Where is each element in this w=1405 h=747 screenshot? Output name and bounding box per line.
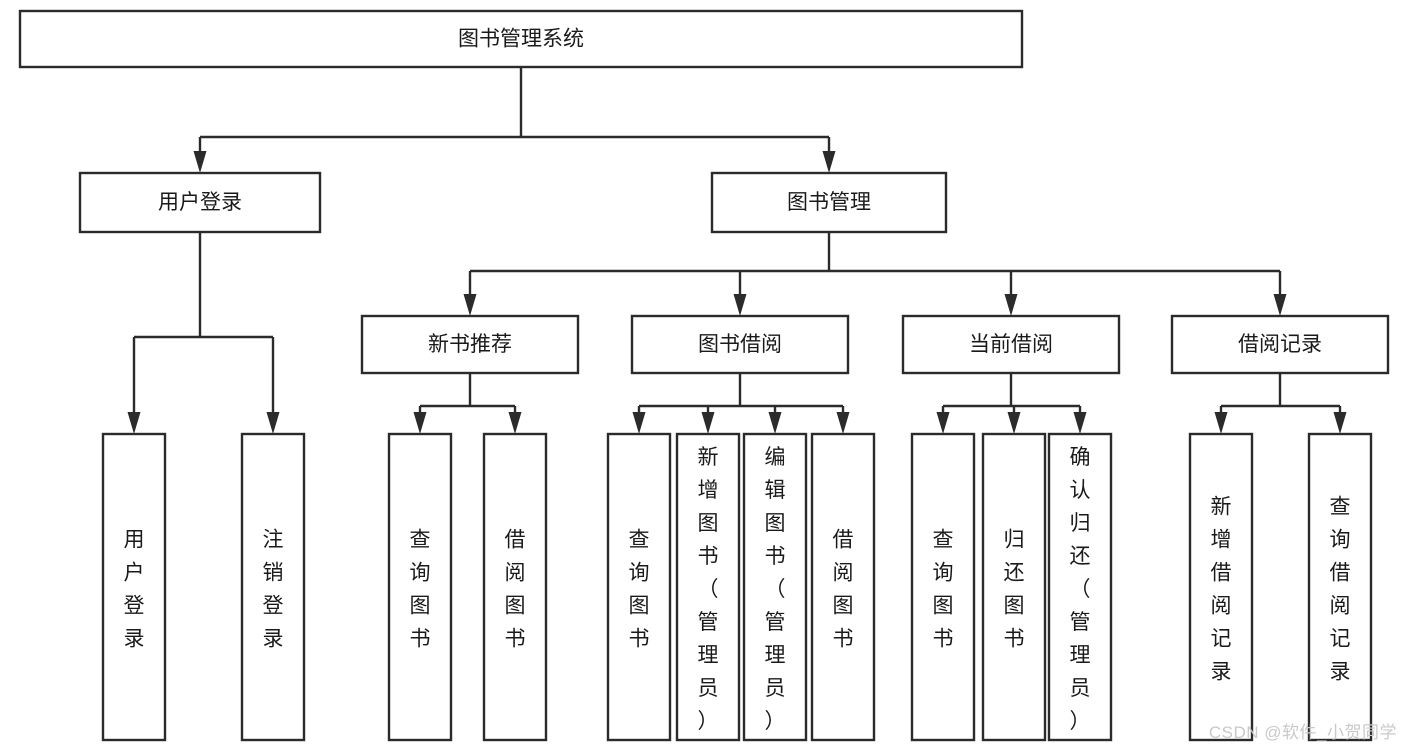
arrow-head-icon — [768, 412, 782, 434]
node-l3c[interactable]: 当前借阅 — [901, 314, 1121, 375]
node-leaf4[interactable]: 借阅图书 — [482, 432, 548, 742]
node-box[interactable] — [742, 432, 808, 742]
arrow-head-icon — [733, 294, 747, 316]
node-box[interactable] — [482, 432, 548, 742]
node-label: 用户登录 — [158, 191, 242, 214]
node-label: 借阅图书 — [505, 529, 526, 651]
arrow-head-icon — [1333, 412, 1347, 434]
node-leaf12[interactable]: 新增借阅记录 — [1188, 432, 1254, 742]
node-label: 借阅图书 — [833, 529, 854, 651]
node-box[interactable] — [78, 171, 322, 234]
node-box[interactable] — [630, 314, 850, 375]
node-box[interactable] — [18, 9, 1024, 69]
node-label: 新书推荐 — [428, 333, 512, 356]
arrow-head-icon — [836, 412, 850, 434]
node-label: 查询图书 — [410, 529, 431, 651]
node-label: 图书管理系统 — [458, 28, 584, 51]
connector-group — [463, 232, 1287, 316]
node-layer: 图书管理系统用户登录图书管理新书推荐图书借阅当前借阅借阅记录用户登录注销登录查询… — [18, 9, 1390, 742]
node-label: 编辑图书（管理员） — [765, 446, 786, 733]
connector-group — [413, 373, 522, 434]
node-leaf6[interactable]: 新增图书（管理员） — [675, 432, 741, 742]
node-l3a[interactable]: 新书推荐 — [360, 314, 580, 375]
node-l3b[interactable]: 图书借阅 — [630, 314, 850, 375]
node-leaf13[interactable]: 查询借阅记录 — [1307, 432, 1373, 742]
connector-group — [193, 67, 836, 173]
node-l3d[interactable]: 借阅记录 — [1170, 314, 1390, 375]
node-label: 图书借阅 — [698, 333, 782, 356]
node-box[interactable] — [1047, 432, 1113, 742]
node-box[interactable] — [675, 432, 741, 742]
node-box[interactable] — [1188, 432, 1254, 742]
node-l2a[interactable]: 用户登录 — [78, 171, 322, 234]
node-label: 查询借阅记录 — [1330, 496, 1351, 684]
arrow-head-icon — [193, 151, 207, 173]
arrow-head-icon — [1004, 294, 1018, 316]
node-l2b[interactable]: 图书管理 — [710, 171, 948, 234]
node-box[interactable] — [387, 432, 453, 742]
node-label: 注销登录 — [263, 529, 284, 651]
node-box[interactable] — [710, 171, 948, 234]
csdn-watermark: CSDN @软件_小贺同学 — [1208, 723, 1397, 742]
node-leaf2[interactable]: 注销登录 — [240, 432, 306, 742]
arrow-head-icon — [822, 151, 836, 173]
node-leaf10[interactable]: 归还图书 — [981, 432, 1047, 742]
node-box[interactable] — [360, 314, 580, 375]
connector-layer — [127, 67, 1347, 434]
node-leaf7[interactable]: 编辑图书（管理员） — [742, 432, 808, 742]
node-root[interactable]: 图书管理系统 — [18, 9, 1024, 69]
node-box[interactable] — [810, 432, 876, 742]
node-box[interactable] — [101, 432, 167, 742]
node-label: 确认归还（管理员） — [1070, 446, 1091, 733]
connector-group — [632, 373, 850, 434]
connector-group — [127, 232, 280, 434]
arrow-head-icon — [936, 412, 950, 434]
arrow-head-icon — [1073, 412, 1087, 434]
node-leaf9[interactable]: 查询图书 — [910, 432, 976, 742]
node-leaf3[interactable]: 查询图书 — [387, 432, 453, 742]
node-label: 查询图书 — [629, 529, 650, 651]
node-box[interactable] — [1170, 314, 1390, 375]
node-box[interactable] — [1307, 432, 1373, 742]
node-label: 当前借阅 — [969, 333, 1053, 356]
arrow-head-icon — [1273, 294, 1287, 316]
connector-group — [936, 373, 1087, 434]
node-label: 归还图书 — [1004, 529, 1025, 651]
node-label: 新增图书（管理员） — [698, 446, 719, 733]
arrow-head-icon — [508, 412, 522, 434]
node-leaf1[interactable]: 用户登录 — [101, 432, 167, 742]
connector-group — [1214, 373, 1347, 434]
arrow-head-icon — [632, 412, 646, 434]
node-label: 查询图书 — [933, 529, 954, 651]
node-box[interactable] — [240, 432, 306, 742]
arrow-head-icon — [266, 412, 280, 434]
arrow-head-icon — [1214, 412, 1228, 434]
arrow-head-icon — [1007, 412, 1021, 434]
node-label: 图书管理 — [787, 191, 871, 214]
node-box[interactable] — [981, 432, 1047, 742]
node-box[interactable] — [901, 314, 1121, 375]
node-leaf11[interactable]: 确认归还（管理员） — [1047, 432, 1113, 742]
node-leaf8[interactable]: 借阅图书 — [810, 432, 876, 742]
node-box[interactable] — [910, 432, 976, 742]
arrow-head-icon — [413, 412, 427, 434]
arrow-head-icon — [463, 294, 477, 316]
node-label: 用户登录 — [124, 529, 145, 651]
node-label: 借阅记录 — [1238, 333, 1322, 356]
node-leaf5[interactable]: 查询图书 — [606, 432, 672, 742]
arrow-head-icon — [127, 412, 141, 434]
node-label: 新增借阅记录 — [1211, 496, 1232, 684]
arrow-head-icon — [701, 412, 715, 434]
node-box[interactable] — [606, 432, 672, 742]
